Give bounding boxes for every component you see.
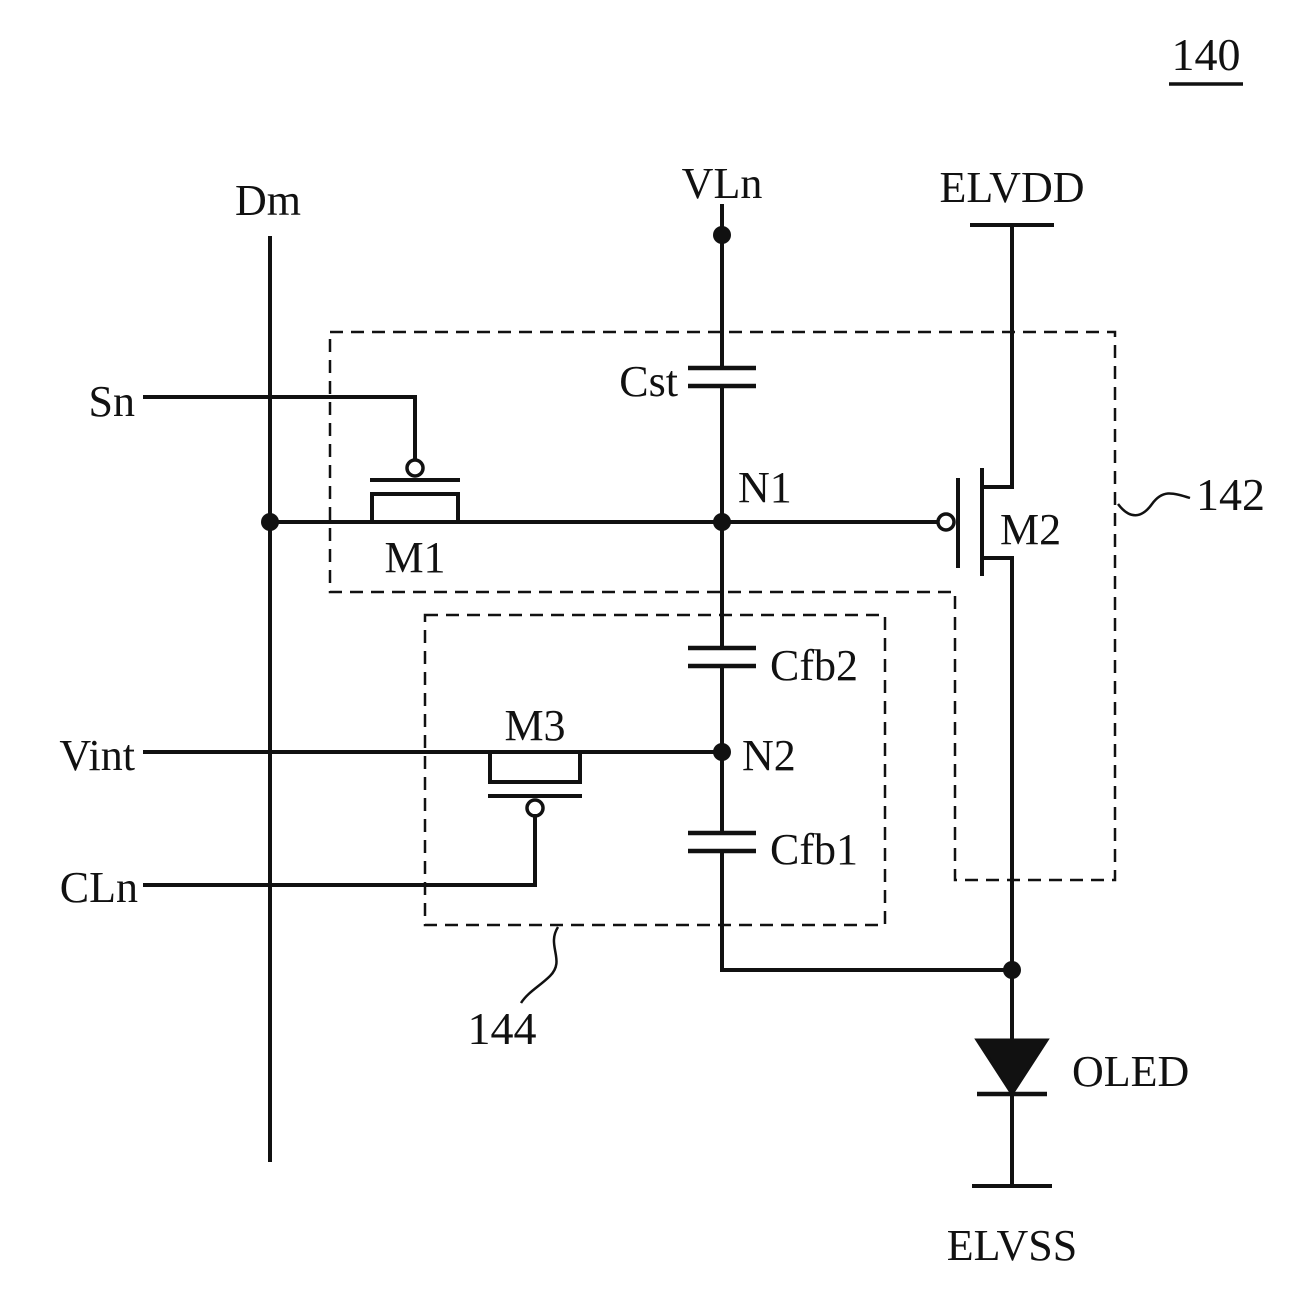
oled-label: OLED bbox=[1072, 1047, 1189, 1096]
figure-number: 140 bbox=[1169, 29, 1243, 86]
block-142-label: 142 bbox=[1196, 469, 1265, 520]
elvss-label: ELVSS bbox=[947, 1221, 1077, 1270]
capacitor-cfb1: Cfb1 bbox=[688, 750, 1021, 979]
m2-gate-contact-circle bbox=[936, 512, 956, 532]
block-144-dashed-outline bbox=[423, 613, 887, 927]
cln-label: CLn bbox=[60, 863, 138, 912]
m3-channel bbox=[488, 750, 582, 784]
oled-diode: OLED bbox=[974, 1038, 1189, 1188]
dm-signal-line: Dm bbox=[235, 176, 301, 1162]
transistor-m2: M2 bbox=[936, 468, 1061, 1042]
node-n1: N1 bbox=[713, 463, 792, 531]
drain-junction-dot bbox=[1003, 961, 1021, 979]
figure-number-label: 140 bbox=[1172, 29, 1241, 80]
m2-label: M2 bbox=[1000, 505, 1061, 554]
vint-label: Vint bbox=[59, 731, 135, 780]
sn-signal-line: Sn bbox=[89, 377, 417, 461]
node-n2: N2 bbox=[713, 731, 796, 780]
block-144: 144 bbox=[423, 613, 887, 1054]
cfb1-label: Cfb1 bbox=[770, 825, 858, 874]
vln-label: VLn bbox=[682, 159, 763, 208]
m3-gate-contact-circle bbox=[525, 798, 545, 818]
block-142: 142 bbox=[328, 330, 1265, 882]
m1-label: M1 bbox=[384, 533, 445, 582]
elvdd-supply: ELVDD bbox=[939, 163, 1085, 489]
cfb2-label: Cfb2 bbox=[770, 641, 858, 690]
block-144-label: 144 bbox=[468, 1003, 537, 1054]
transistor-m3: M3 bbox=[488, 701, 582, 887]
cln-signal-line: CLn bbox=[60, 863, 537, 912]
elvss-terminal: ELVSS bbox=[947, 1184, 1077, 1270]
cst-label: Cst bbox=[619, 357, 678, 406]
block-144-leader-squiggle bbox=[519, 926, 560, 1004]
vint-signal-line: Vint bbox=[59, 731, 724, 780]
sn-label: Sn bbox=[89, 377, 135, 426]
dm-label: Dm bbox=[235, 176, 301, 225]
capacitor-cst: Cst bbox=[619, 357, 756, 524]
oled-anode-triangle bbox=[974, 1038, 1050, 1097]
vln-node-dot bbox=[713, 226, 731, 244]
elvdd-label: ELVDD bbox=[939, 163, 1084, 212]
m3-label: M3 bbox=[504, 701, 565, 750]
capacitor-cfb2: Cfb2 bbox=[688, 520, 858, 754]
block-142-dashed-outline bbox=[328, 330, 1117, 882]
m1-channel bbox=[370, 492, 460, 524]
n1-label: N1 bbox=[738, 463, 792, 512]
block-142-leader-squiggle bbox=[1117, 492, 1191, 517]
n2-label: N2 bbox=[742, 731, 796, 780]
m1-gate-contact-circle bbox=[405, 458, 425, 478]
transistor-m1: M1 bbox=[370, 458, 460, 582]
vln-supply: VLn bbox=[682, 159, 763, 370]
